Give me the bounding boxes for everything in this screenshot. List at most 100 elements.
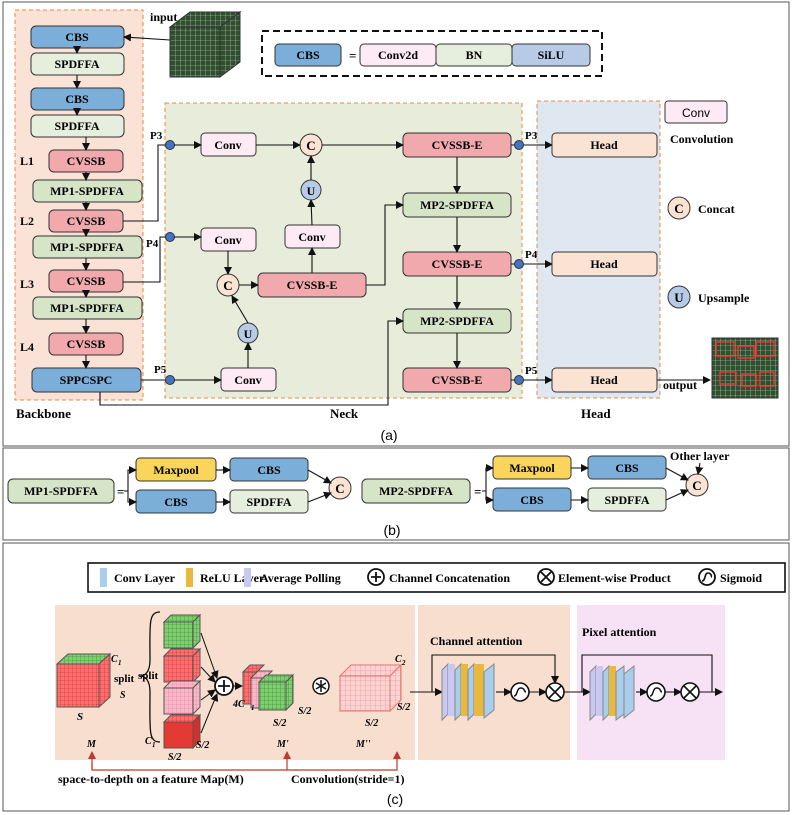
head-block-p3-label: Head — [590, 138, 618, 152]
p4-label-left: P4 — [146, 238, 159, 250]
neck-upsample-mid-label: U — [244, 327, 253, 341]
pixel-product-icon-x — [683, 685, 697, 699]
legend-sigmoid-text: Sigmoid — [720, 571, 762, 585]
input-label: input — [150, 10, 177, 24]
pixel-sigmoid-curve — [649, 687, 663, 697]
label-s-input: S — [77, 711, 83, 723]
neck-mp2-bottom-label: MP2-SPDFFA — [420, 314, 494, 328]
neck-cvssb-e-mid-label: CVSSB-E — [432, 257, 483, 271]
mp2-def-box — [361, 478, 471, 504]
legend-avg-pool-swatch — [244, 568, 251, 587]
mp2-cbs-top-label: CBS — [615, 461, 639, 475]
backbone-block-6-label: MP1-SPDFFA — [50, 184, 124, 198]
channel-sigmoid-curve — [513, 687, 527, 697]
mp2-spdffa-label: SPDFFA — [604, 493, 649, 507]
legend-conv-box-label: Conv — [682, 106, 710, 120]
legend-concat-symbol: C — [674, 201, 683, 216]
panel-c-label: (c) — [387, 791, 403, 807]
level-label-2: L2 — [20, 214, 34, 228]
pixel-skip-line — [581, 654, 713, 692]
red-brackets — [88, 751, 401, 771]
channel-concat-icon-plus — [371, 572, 381, 582]
p3-label-left: P3 — [150, 130, 163, 142]
convolution-operator-icon-star — [315, 680, 327, 692]
output-label: output — [663, 378, 697, 392]
backbone-block-10-label: MP1-SPDFFA — [50, 301, 124, 315]
p3-node — [165, 140, 175, 150]
channel-sigmoid-icon — [510, 682, 530, 702]
label-4c1-sub: 1 — [251, 704, 255, 712]
p3-label-right: P3 — [525, 130, 538, 142]
mp2-equals: = — [474, 484, 481, 499]
legend-elementwise-text: Element-wise Product — [558, 571, 671, 585]
legend-channel-concat-text: Channel Concatenation — [389, 571, 510, 585]
pixel-attention-title: Pixel attention — [582, 625, 657, 639]
legend-cbs-text: CBS — [296, 48, 320, 62]
legend-equals: = — [349, 48, 356, 63]
neck-cvssb-e-bottom-label: CVSSB-E — [432, 373, 483, 387]
mp1-concat — [328, 476, 352, 500]
legend-conv-layer-swatch — [100, 568, 107, 587]
neck-cvssb-e-middle-label: CVSSB-E — [287, 278, 338, 292]
legend-relu-layer-swatch — [186, 568, 193, 587]
mp1-concat-label: C — [335, 481, 344, 496]
legend-upsample-text: Upsample — [698, 291, 750, 305]
label-m: M — [86, 739, 97, 750]
backbone-block-11-label: CVSSB — [67, 337, 106, 351]
neck-title: Neck — [330, 406, 359, 421]
p5-node — [165, 375, 175, 385]
mp1-spdffa-label: SPDFFA — [246, 495, 291, 509]
label-m-prime: M' — [276, 739, 289, 750]
neck-mp2-top-label: MP2-SPDFFA — [420, 198, 494, 212]
level-label-1: L1 — [20, 154, 34, 168]
mp1-equals: = — [117, 484, 124, 499]
backbone-block-8-label: MP1-SPDFFA — [50, 240, 124, 254]
conv-stride-caption: Convolution(stride=1) — [291, 772, 405, 786]
mp1-arrows — [124, 466, 332, 506]
label-c1-input: C — [111, 654, 118, 665]
label-4c1: 4C — [232, 699, 245, 710]
label-s2-stack-side: S/2 — [298, 706, 311, 717]
channel-skip-arrow — [431, 654, 559, 692]
channel-attention-layers — [441, 662, 495, 722]
legend-avg-pool-text: Average Polling — [260, 571, 341, 585]
label-s2-sub-side: S/2 — [196, 740, 209, 751]
label-s-depth: S — [120, 690, 126, 701]
head-block-p5-label: Head — [590, 373, 618, 387]
legend-silu-text: SiLU — [538, 48, 565, 62]
sub-cube-darkred — [162, 713, 202, 750]
legend-relu-layer-text: ReLU Layer — [200, 571, 265, 585]
input-image-cube — [168, 11, 242, 78]
backbone-block-12-label: SPPCSPC — [60, 373, 113, 387]
cbs-legend-frame — [261, 30, 603, 77]
sub-cube-green — [162, 613, 202, 650]
legend-concat-text: Concat — [698, 202, 735, 216]
legend-silu-box — [511, 43, 591, 67]
head-block-p3 — [551, 132, 658, 158]
mp1-def-box — [7, 478, 115, 504]
other-layer-label: Other layer — [670, 449, 730, 463]
head-block-p4 — [551, 251, 658, 277]
p4-node — [165, 232, 175, 242]
level-label-4: L4 — [20, 340, 34, 354]
backbone-block-4-label: SPDFFA — [54, 119, 99, 133]
mp1-maxpool-label: Maxpool — [153, 463, 199, 477]
neck-conv-up-label: Conv — [298, 230, 325, 244]
neck-cvssb-e-top-label: CVSSB-E — [432, 138, 483, 152]
head-title: Head — [581, 406, 611, 421]
label-c1-sub: C — [145, 736, 152, 747]
sub-cube-pink — [162, 679, 202, 716]
legend-concat-icon — [667, 196, 691, 220]
backbone-block-1-label: CBS — [65, 30, 89, 44]
legend-cbs-box — [274, 43, 342, 67]
neck-concat-mid-label: C — [223, 278, 232, 293]
neck-arrows — [99, 141, 461, 406]
backbone-block-7-label: CVSSB — [67, 214, 106, 228]
p4-label-right: P4 — [525, 249, 538, 261]
legend-conv2d-text: Conv2d — [378, 48, 418, 62]
channel-attention-title: Channel attention — [430, 634, 523, 648]
label-c2: C — [395, 654, 402, 665]
pixel-attention-layers — [589, 664, 635, 722]
split-brace — [139, 611, 161, 743]
